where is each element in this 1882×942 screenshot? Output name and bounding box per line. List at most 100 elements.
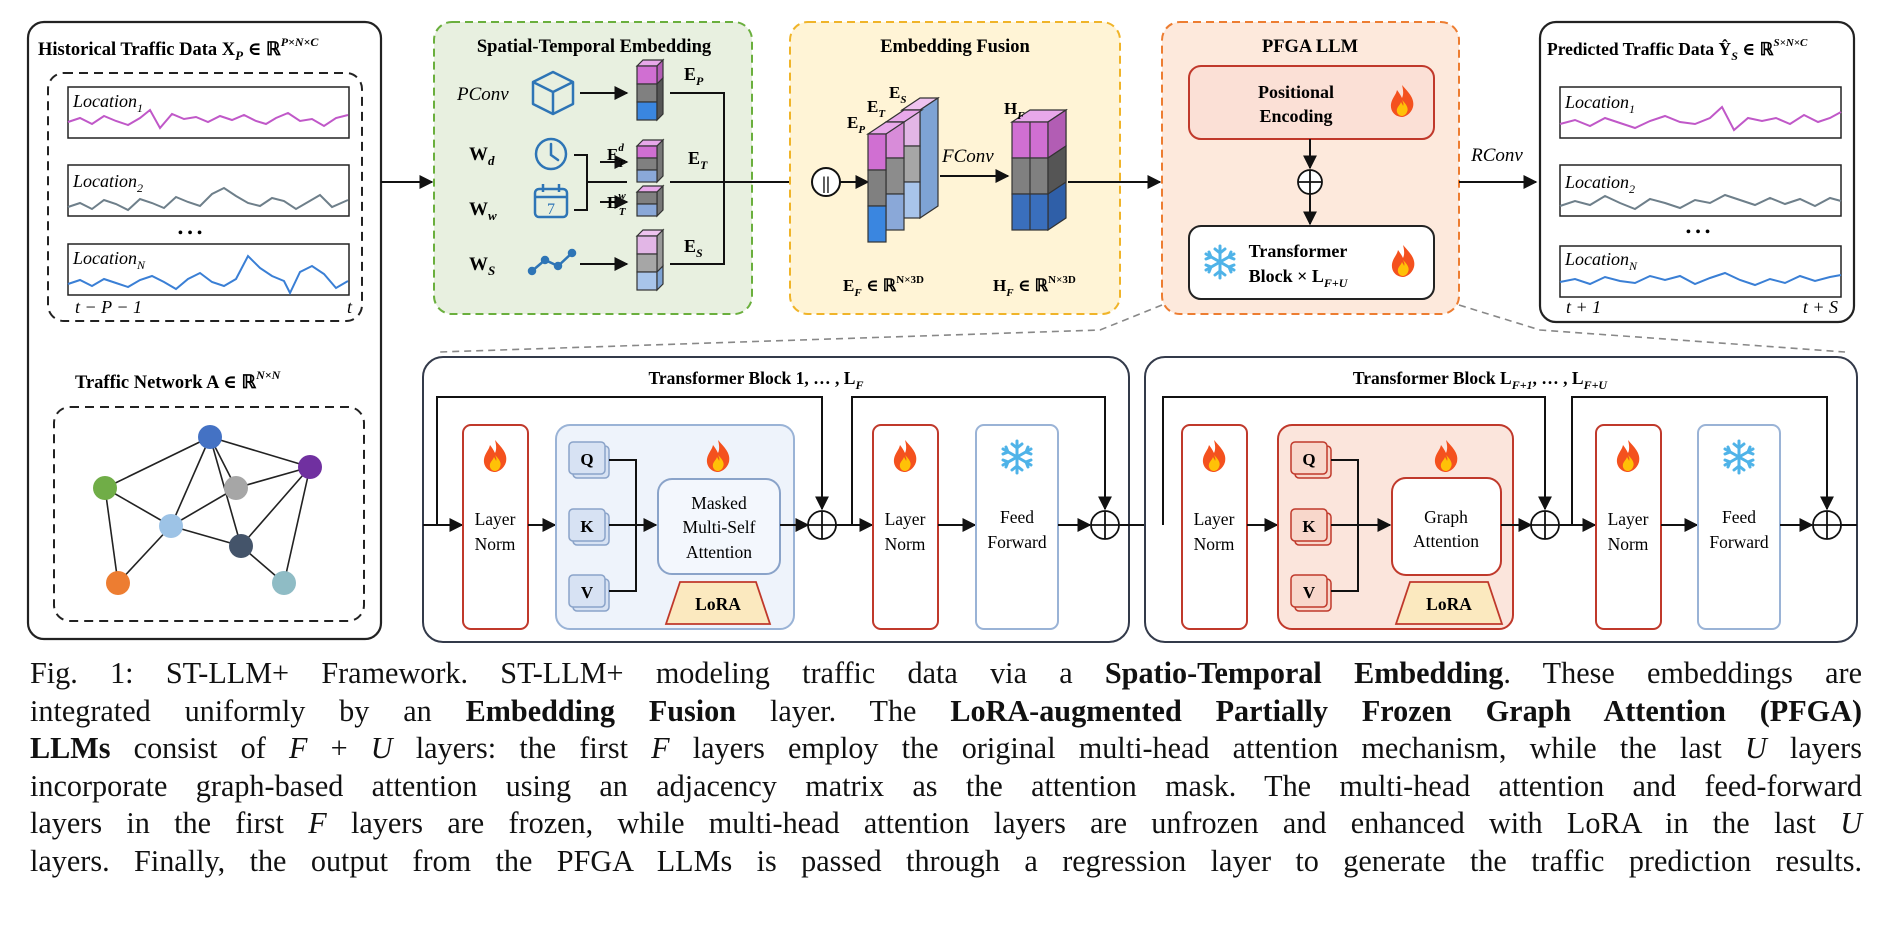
fconv-label: FConv xyxy=(941,146,994,167)
locN-series xyxy=(67,254,349,296)
ln2-line1: Layer xyxy=(885,509,926,529)
loc2-label: Location2 xyxy=(72,171,143,195)
pos-enc-line2: Encoding xyxy=(1259,106,1332,126)
network-nodes xyxy=(93,425,322,595)
graph-node xyxy=(229,534,253,558)
etd-embedding-stack xyxy=(635,138,665,184)
historical-panel: Historical Traffic Data XP ∈ ℝP×N×C Loca… xyxy=(26,20,383,641)
predicted-panel: Predicted Traffic Data ŶS ∈ ℝS×N×C Locat… xyxy=(1538,20,1856,324)
ln4-line1: Layer xyxy=(1608,509,1649,529)
attn1-line3: Attention xyxy=(686,542,752,562)
ef-stack xyxy=(866,96,940,243)
traffic-network-graph xyxy=(104,436,311,584)
ln3-line2: Norm xyxy=(1194,534,1235,554)
locN-label: LocationN xyxy=(72,248,146,272)
pos-enc-line1: Positional xyxy=(1258,82,1334,102)
spatial-temporal-embedding-panel: Spatial-Temporal Embedding PConv Wd Ww 7… xyxy=(433,21,753,315)
clock-icon xyxy=(534,137,568,171)
ep-label: EP xyxy=(684,64,704,88)
tb-line2: Block × LF+U xyxy=(1249,266,1349,290)
caption-line: layers in the first F layers are frozen,… xyxy=(30,806,1862,840)
caption-line: layers. Finally, the output from the PFG… xyxy=(30,843,1862,878)
ln1-line2: Norm xyxy=(475,534,516,554)
feed-forward-box xyxy=(1697,424,1781,630)
pred-t-end-label: t + S xyxy=(1803,297,1838,317)
block2-title: Transformer Block LF+1, … , LF+U xyxy=(1353,368,1609,392)
network-title: Traffic Network A ∈ ℝN×N xyxy=(75,368,282,393)
fusion-ep-label: EP xyxy=(847,113,865,136)
ste-title: Spatial-Temporal Embedding xyxy=(477,37,712,57)
positional-encoding-box xyxy=(1188,65,1435,140)
rconv-label: RConv xyxy=(1470,145,1523,166)
ln1-line1: Layer xyxy=(475,509,516,529)
svg-text:Q: Q xyxy=(1302,450,1315,469)
framework-diagram: Historical Traffic Data XP ∈ ℝP×N×C Loca… xyxy=(26,20,1858,643)
graph-attention-box xyxy=(1391,477,1502,576)
graph-node xyxy=(298,455,322,479)
ln2-line2: Norm xyxy=(885,534,926,554)
svg-text:V: V xyxy=(581,583,594,602)
calendar-icon xyxy=(533,184,569,219)
q-box: Q xyxy=(568,441,610,479)
graph-node xyxy=(224,476,248,500)
es-embedding-stack xyxy=(635,228,665,292)
caption-line: LLMs consist of F + U layers: the first … xyxy=(30,731,1862,765)
transformer-block-2: Transformer Block LF+1, … , LF+U Layer N… xyxy=(1144,356,1858,643)
graph-node xyxy=(93,476,117,500)
pred-loc2-series xyxy=(1559,193,1842,211)
figure-caption: Fig. 1: ST-LLM+ Framework. ST-LLM+ model… xyxy=(30,655,1862,880)
historical-title: Historical Traffic Data XP ∈ ℝP×N×C xyxy=(38,35,319,63)
layer-norm-box xyxy=(462,424,529,630)
ws-label: WS xyxy=(469,254,495,278)
masked-attention-box xyxy=(657,478,781,575)
etw-embedding-stack xyxy=(635,184,665,218)
transformer-block-1: Transformer Block 1, … , LF Layer Norm Q… xyxy=(422,356,1130,643)
pfga-llm-panel: PFGA LLM Positional Encoding Transformer… xyxy=(1161,21,1460,315)
ff2-line1: Feed xyxy=(1722,507,1756,527)
lora-adapter xyxy=(1394,581,1504,625)
attn2-line1: Graph xyxy=(1424,507,1468,527)
ep-embedding-stack xyxy=(635,58,665,122)
t-end-label: t xyxy=(347,297,353,317)
attn1-line1: Masked xyxy=(691,493,747,513)
layer-norm-box xyxy=(1181,424,1248,630)
hf-stack xyxy=(1010,108,1068,232)
graph-node xyxy=(272,571,296,595)
q-box: Q xyxy=(1290,441,1332,479)
graph-node xyxy=(198,425,222,449)
t-start-label: t − P − 1 xyxy=(75,297,142,317)
concat-symbol: || xyxy=(822,173,830,193)
es-label: ES xyxy=(684,236,703,260)
transformer-block-box xyxy=(1188,225,1435,300)
caption-line: incorporate graph-based attention using … xyxy=(30,768,1862,803)
pred-loc2-label: Location2 xyxy=(1564,172,1635,196)
svg-text:K: K xyxy=(580,517,594,536)
ln3-line1: Layer xyxy=(1194,509,1235,529)
pred-loc1-label: Location1 xyxy=(1564,92,1635,116)
pconv-label: PConv xyxy=(456,84,509,105)
ff1-line2: Forward xyxy=(987,532,1047,552)
lora-label: LoRA xyxy=(695,594,741,614)
tb-line1: Transformer xyxy=(1249,241,1348,261)
caption-line: Fig. 1: ST-LLM+ Framework. ST-LLM+ model… xyxy=(30,656,1862,690)
fusion-es-label: ES xyxy=(889,83,906,106)
pred-series-ellipsis: • • • xyxy=(1686,224,1711,241)
pfga-title: PFGA LLM xyxy=(1262,37,1358,57)
graph-node xyxy=(106,571,130,595)
ln4-line2: Norm xyxy=(1608,534,1649,554)
series-ellipsis: • • • xyxy=(178,225,203,242)
loc1-label: Location1 xyxy=(72,91,143,115)
attn1-line2: Multi-Self xyxy=(683,517,756,537)
lora2-label: LoRA xyxy=(1426,594,1472,614)
v-box: V xyxy=(1290,574,1332,612)
block1-title: Transformer Block 1, … , LF xyxy=(649,368,864,392)
pred-locN-series xyxy=(1559,271,1842,287)
ff2-line2: Forward xyxy=(1709,532,1769,552)
calendar-day: 7 xyxy=(547,201,555,218)
loc2-series xyxy=(67,186,349,212)
trend-line-icon xyxy=(527,248,577,276)
wd-label: Wd xyxy=(469,144,495,168)
pred-locN-label: LocationN xyxy=(1564,249,1638,273)
ef-dimension: EF ∈ ℝN×3D xyxy=(843,274,924,299)
